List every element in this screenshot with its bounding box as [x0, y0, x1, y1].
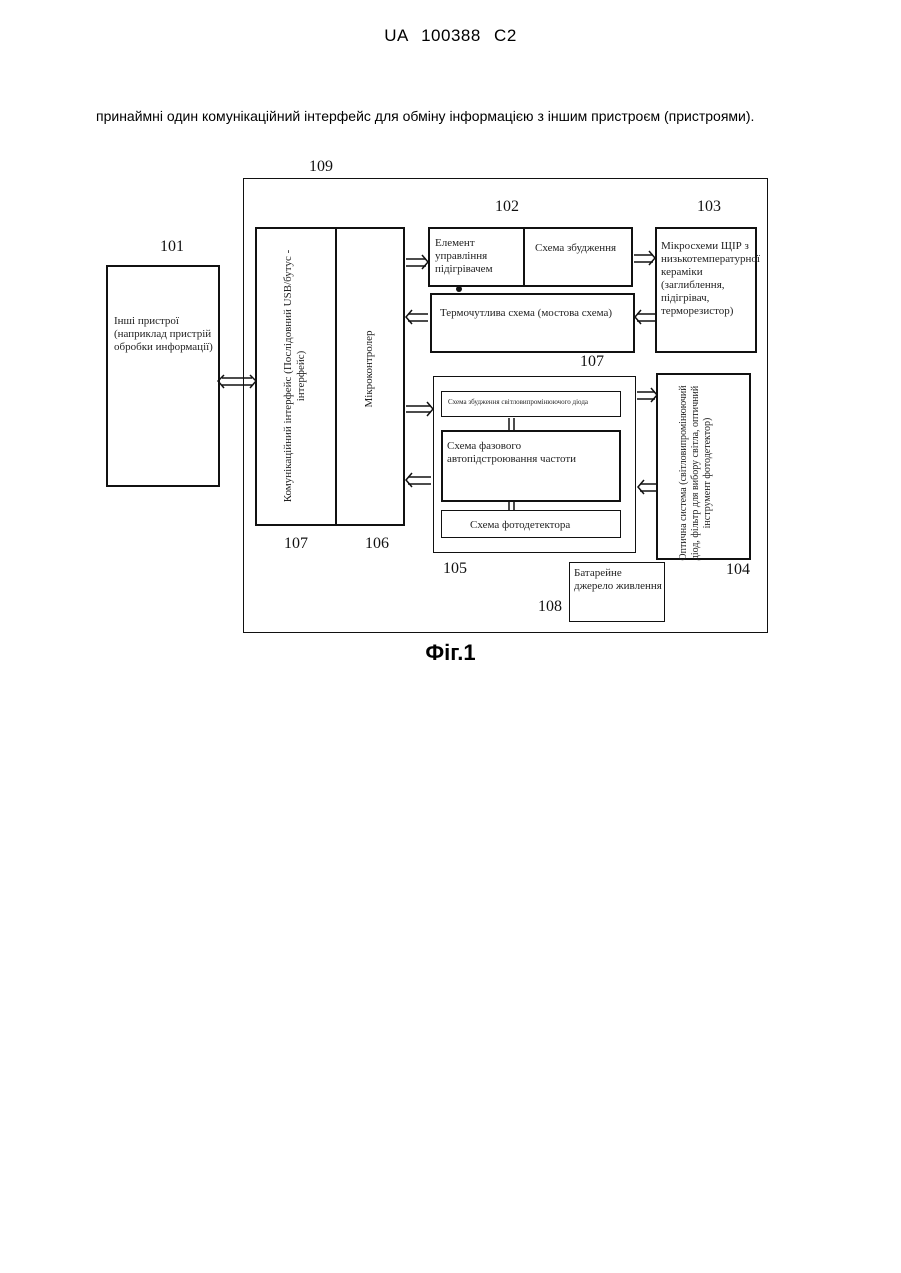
figure-caption: Фіг.1: [0, 640, 901, 666]
